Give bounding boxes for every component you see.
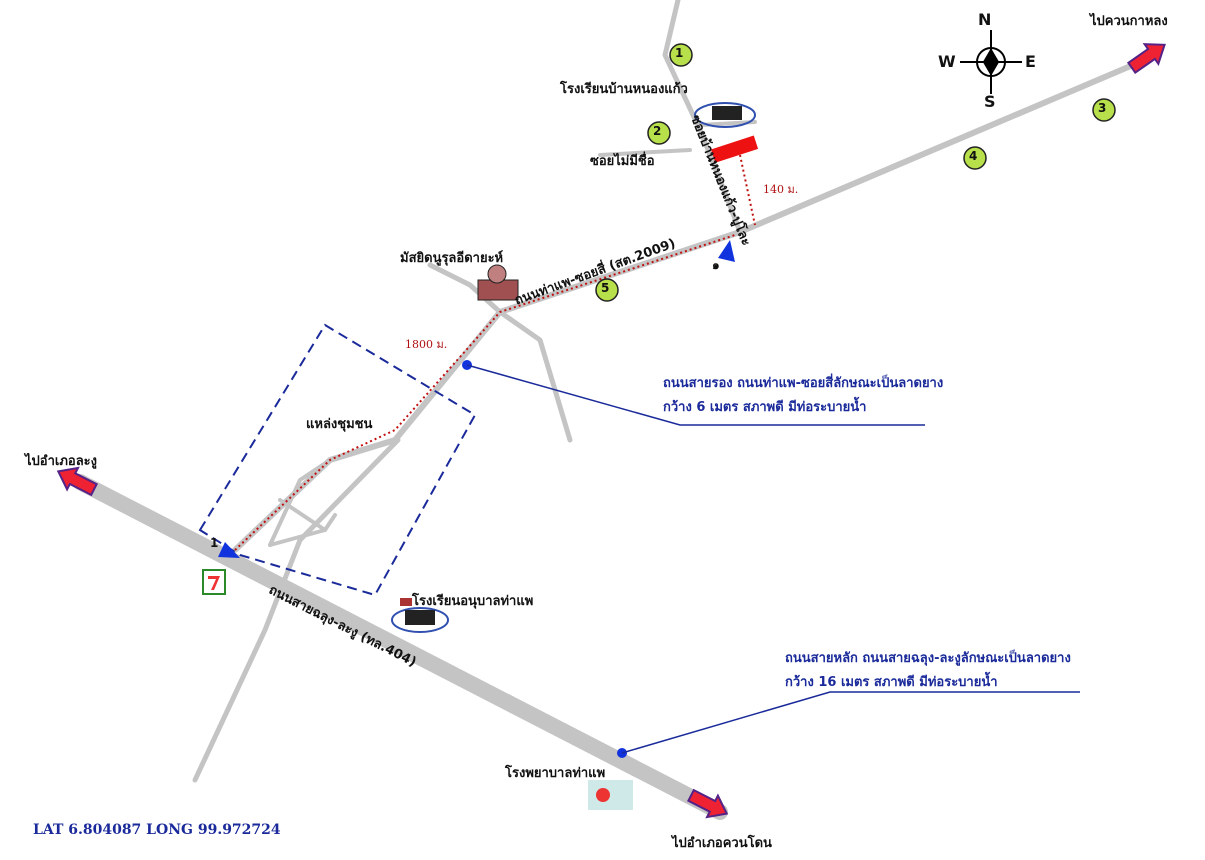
branch-road [497,309,573,443]
place-label: ซอยไม่มีชื่อ [590,154,655,169]
branch-road [192,437,401,783]
direction-arrow [56,466,98,497]
note-line: กว้าง 16 เมตร สภาพดี มีท่อระบายน้ำ [785,675,998,690]
compass-w: W [938,52,956,71]
compass-n: N [978,10,992,29]
note-line: ถนนสายหลัก ถนนสายฉลุง-ละงูลักษณะเป็นลาดย… [785,651,1071,666]
marker-label: 3 [1098,101,1107,115]
place-label: โรงเรียนอนุบาลท่าแพ [412,594,534,609]
direction-label: ไปควนกาหลง [1090,14,1168,29]
hospital-icon [588,780,633,810]
compass-s: S [984,92,996,111]
secondary-road [232,59,1143,553]
start-marker: ๑ [712,258,720,272]
compass-icon [960,30,1022,94]
place-label: แหล่งชุมชน [306,417,373,432]
note-line: ถนนสายรอง ถนนท่าแพ-ซอยสี่ลักษณะเป็นลาดยา… [663,376,944,391]
note-leader [621,691,1080,754]
distance-label: 1800 ม. [405,338,448,351]
coordinates-label: LAT 6.804087 LONG 99.972724 [33,822,281,838]
distance-label: 140 ม. [763,183,799,196]
marker-3 [1092,98,1116,122]
community-boundary [198,323,477,597]
branch-road [268,458,332,547]
school-icon [391,598,449,633]
mosque-icon [477,264,519,301]
side-road [662,0,743,235]
direction-label: ไปอำเภอละงู [25,454,98,469]
school-icon [694,102,756,128]
marker-label: 4 [969,149,978,163]
compass-e: E [1025,52,1036,71]
secondary-road-note: ถนนสายรอง ถนนท่าแพ-ซอยสี่ลักษณะเป็นลาดยา… [663,372,943,420]
branch-road [278,498,327,532]
marker-1 [669,43,693,67]
direction-arrow [687,788,729,819]
start-arrow [718,240,735,262]
branch-road [427,262,503,315]
marker-4 [963,146,987,170]
seven-eleven-icon [202,569,226,595]
place-label: มัสยิดนูรุลอีดายะห์ [400,251,504,266]
marker-label: 2 [653,124,662,138]
note-leader [466,364,925,426]
seven-eleven-logo-mark [208,576,220,590]
main-road [72,474,728,820]
start-marker: 1 [210,536,219,550]
place-label: โรงเรียนบ้านหนองแก้ว [560,82,688,97]
start-arrow [218,542,240,558]
marker-2 [647,121,671,145]
main-road-note: ถนนสายหลัก ถนนสายฉลุง-ละงูลักษณะเป็นลาดย… [785,647,1071,695]
marker-5 [595,278,619,302]
place-label: โรงพยาบาลท่าแพ [505,766,606,781]
note-line: กว้าง 6 เมตร สภาพดี มีท่อระบายน้ำ [663,400,867,415]
marker-label: 5 [601,281,610,295]
marker-label: 1 [675,46,684,60]
direction-arrow [1126,43,1166,75]
direction-label: ไปอำเภอควนโดน [672,836,772,851]
distance-line [739,154,756,226]
site-marker [710,135,759,163]
branch-road [598,148,692,157]
